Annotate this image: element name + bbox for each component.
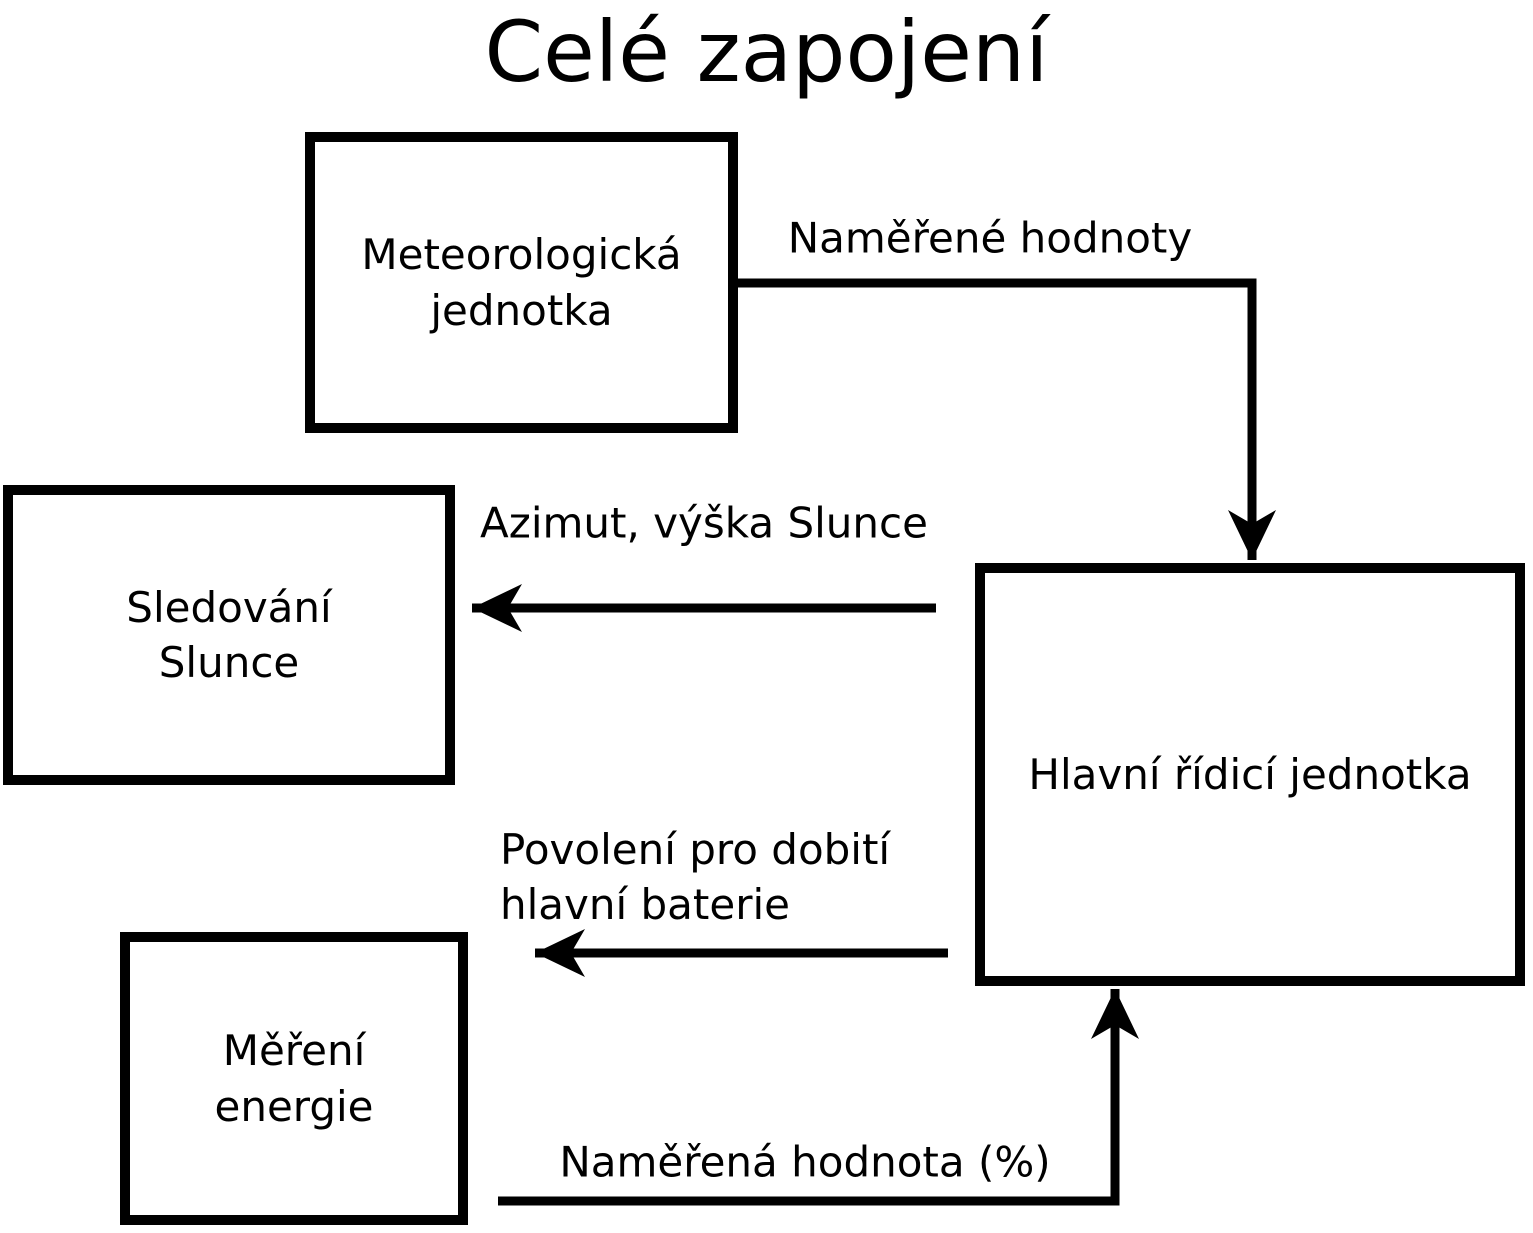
box-meteorological-unit-label-line2: jednotka bbox=[430, 285, 613, 335]
edge-label-charge-permission: Povolení pro dobití hlavní baterie bbox=[500, 822, 890, 933]
box-meteorological-unit: Meteorologická jednotka bbox=[305, 132, 738, 433]
box-meteorological-unit-label-line1: Meteorologická bbox=[361, 230, 682, 280]
box-main-control-unit-label: Hlavní řídicí jednotka bbox=[1028, 749, 1472, 799]
edge-label-charge-permission-line2: hlavní baterie bbox=[500, 880, 791, 930]
edge-label-measured-values: Naměřené hodnoty bbox=[787, 213, 1193, 263]
box-energy-measurement: Měření energie bbox=[120, 932, 468, 1225]
box-sun-tracking-label-line2: Slunce bbox=[158, 638, 300, 687]
box-energy-measurement-label-line1: Měření bbox=[222, 1026, 366, 1076]
box-sun-tracking-label-line1: Sledování bbox=[126, 582, 332, 632]
box-energy-measurement-label-line2: energie bbox=[214, 1081, 374, 1131]
diagram-title: Celé zapojení bbox=[484, 3, 1049, 101]
edge-label-measured-percentage: Naměřená hodnota (%) bbox=[559, 1137, 1051, 1187]
box-sun-tracking: Sledování Slunce bbox=[3, 485, 455, 785]
edge-label-sun-position: Azimut, výška Slunce bbox=[480, 498, 928, 548]
box-main-control-unit: Hlavní řídicí jednotka bbox=[975, 563, 1525, 986]
edge-label-charge-permission-line1: Povolení pro dobití bbox=[500, 825, 891, 874]
